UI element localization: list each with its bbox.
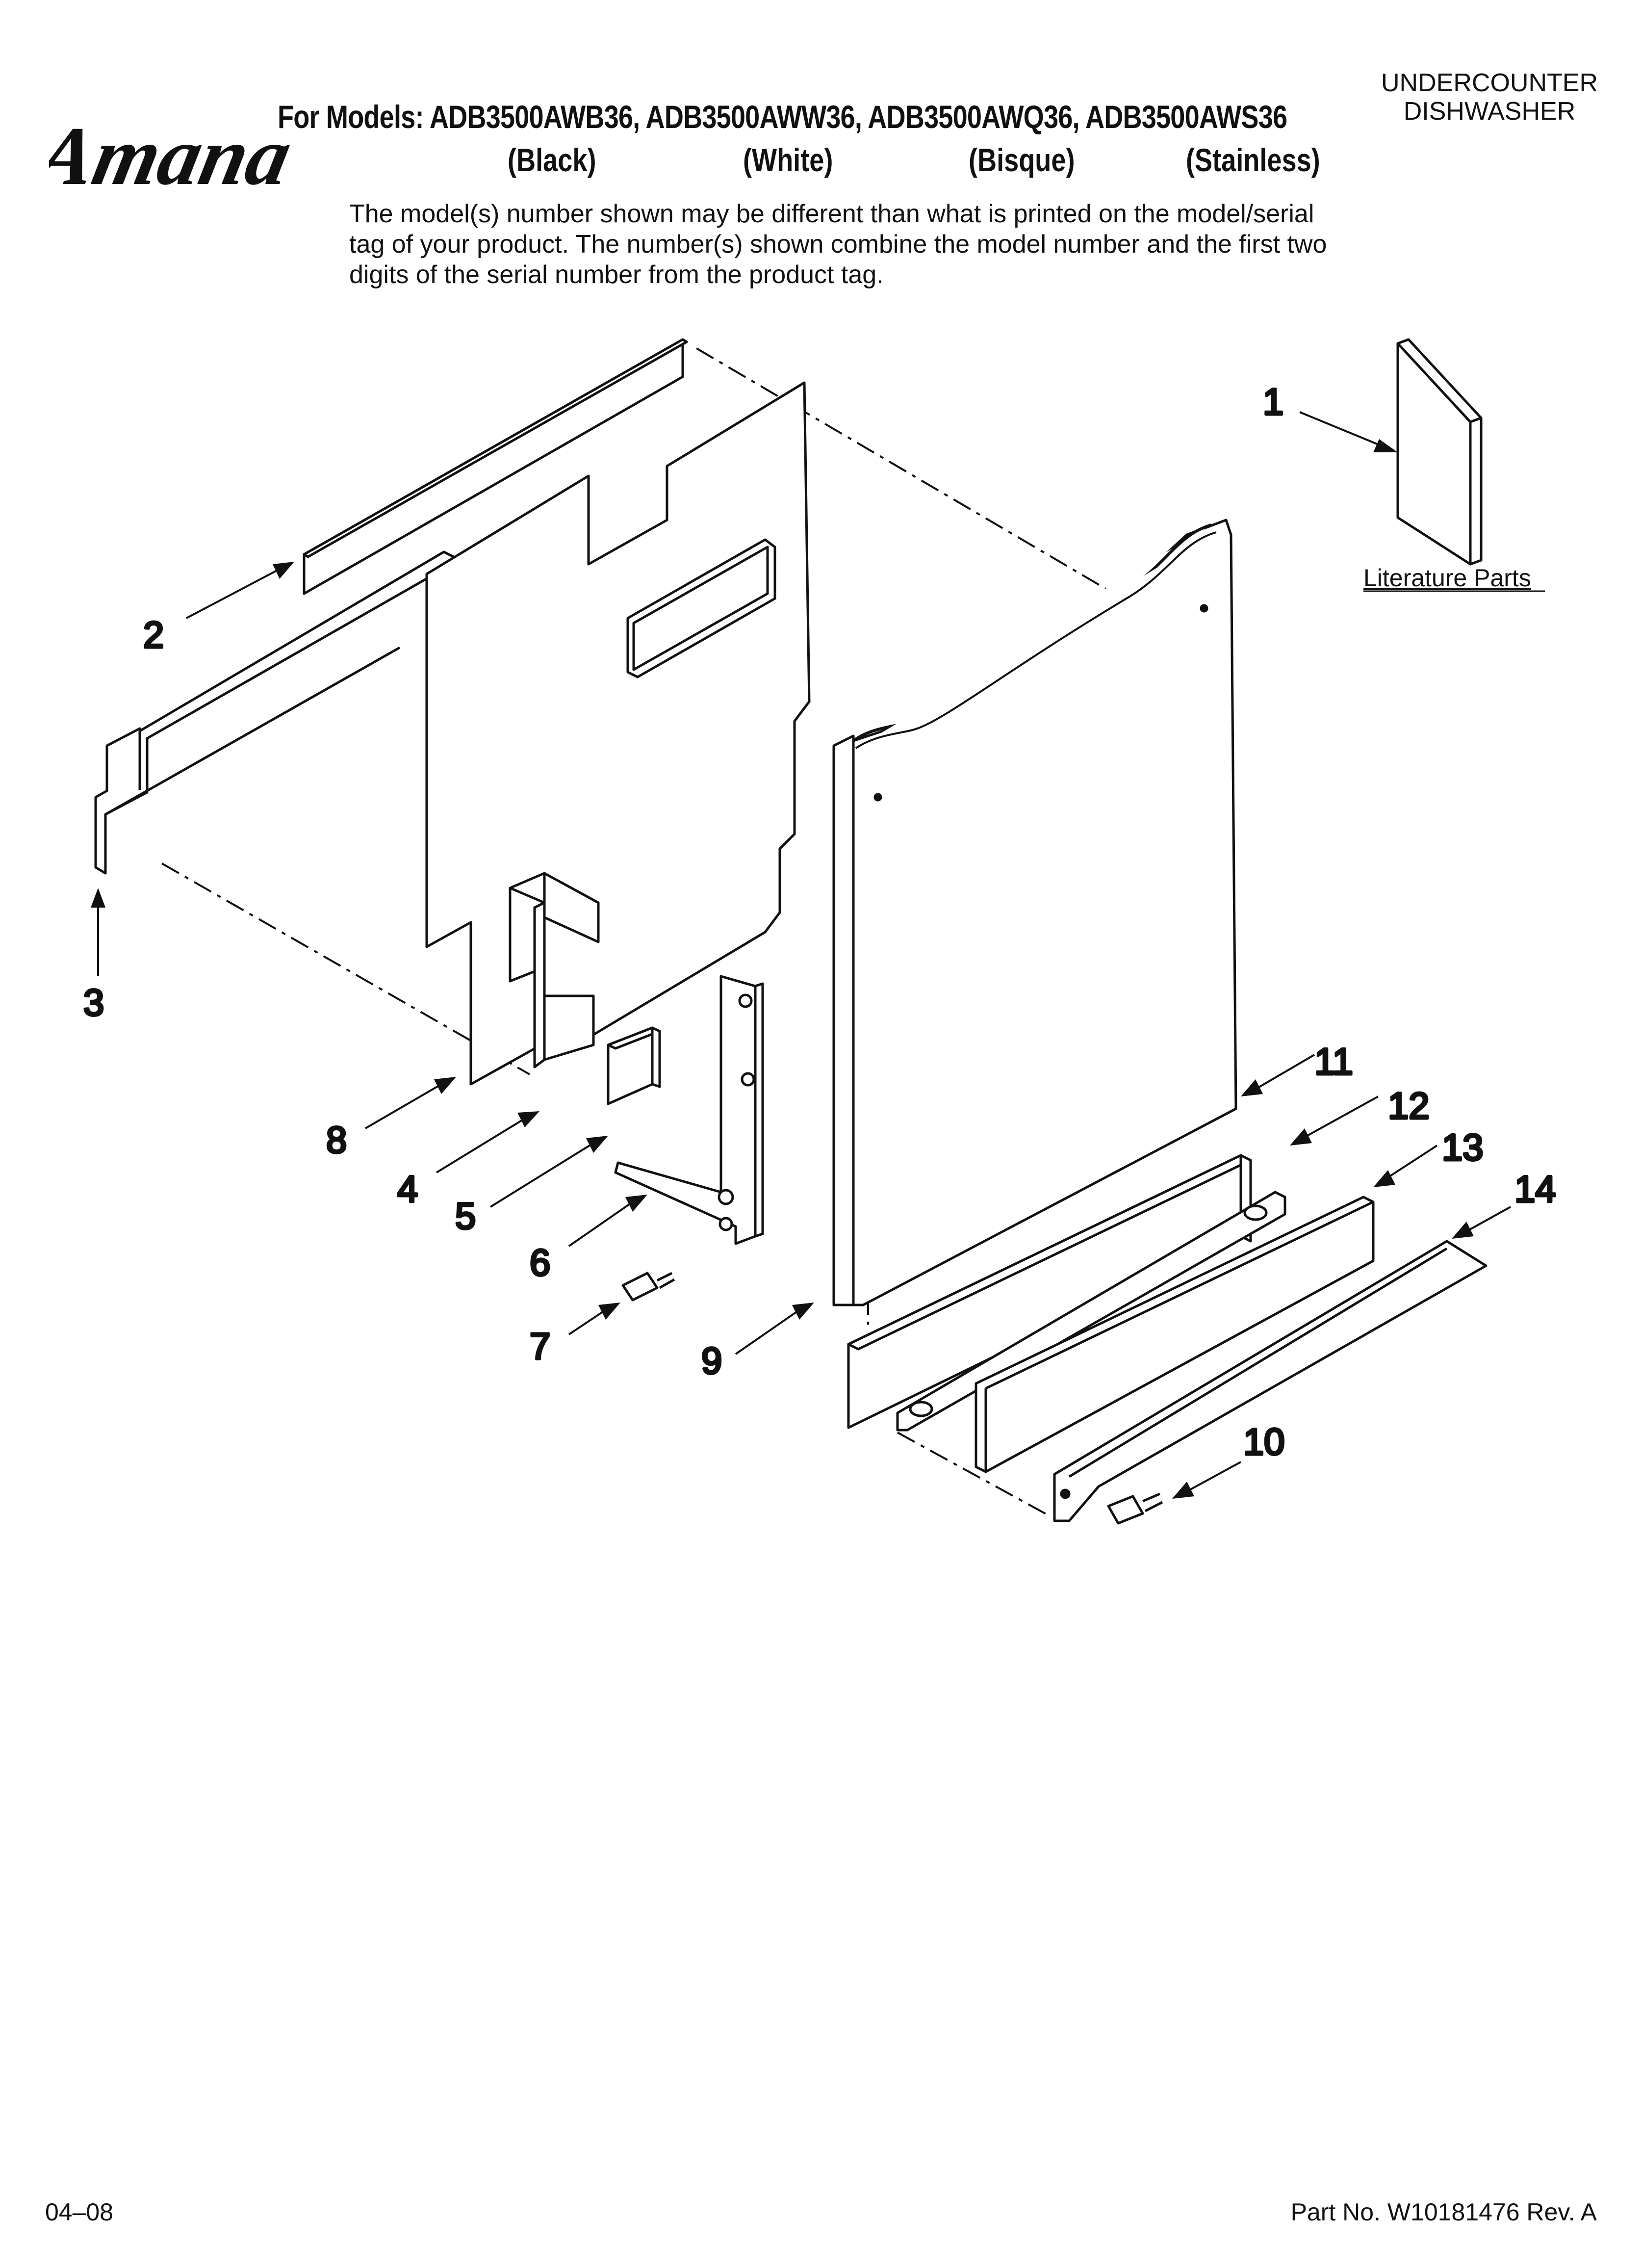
callout-12: 12 [1388,1085,1430,1127]
part-screw-10 [1107,1492,1163,1525]
part-toe-panel [1053,1240,1488,1522]
callout-14: 14 [1514,1169,1556,1210]
variant-black: (Black) [508,142,596,178]
part-side-panel-strip [94,550,455,875]
part-top-strip [303,338,688,595]
footer-part-number: Part No. W10181476 Rev. A [1290,2198,1597,2226]
callout-7: 7 [530,1326,550,1367]
part-bracket [614,975,764,1245]
svg-text:Amana: Amana [49,110,299,203]
variant-white: (White) [743,142,833,178]
part-hinge-strip [896,1191,1286,1432]
callout-6: 6 [530,1242,550,1284]
leader-arrows [91,411,1511,1499]
callout-9: 9 [701,1340,722,1382]
part-screw-7 [621,1272,675,1302]
part-pad [607,1026,661,1105]
footer-date: 04–08 [45,2198,114,2226]
callout-1: 1 [1263,381,1283,423]
callout-4: 4 [397,1169,418,1210]
callout-3: 3 [83,982,104,1024]
variant-bisque: (Bisque) [969,142,1075,178]
part-channel [975,1196,1375,1473]
callout-8: 8 [326,1120,347,1161]
literature-parts-label: Literature Parts [1363,564,1531,592]
variant-stainless: (Stainless) [1186,142,1320,178]
part-block [509,872,600,1069]
model-disclaimer: The model(s) number shown may be differe… [349,200,1327,289]
callout-11: 11 [1314,1041,1353,1083]
callout-2: 2 [143,614,164,656]
callout-5: 5 [455,1196,476,1237]
callout-13: 13 [1442,1127,1484,1169]
category-line-1: UNDERCOUNTER [1381,69,1598,97]
models-line: For Models: ADB3500AWB36, ADB3500AWW36, … [278,99,1287,135]
callout-labels: 1 2 3 4 5 6 7 8 9 10 11 12 13 14 [82,380,1558,1464]
callout-10: 10 [1243,1421,1285,1463]
category-label: UNDERCOUNTER DISHWASHER [1381,69,1598,126]
amana-logo: Amana [49,110,299,203]
part-literature-booklet [1396,338,1483,566]
part-door-panel [832,519,1237,1306]
category-line-2: DISHWASHER [1403,97,1576,126]
